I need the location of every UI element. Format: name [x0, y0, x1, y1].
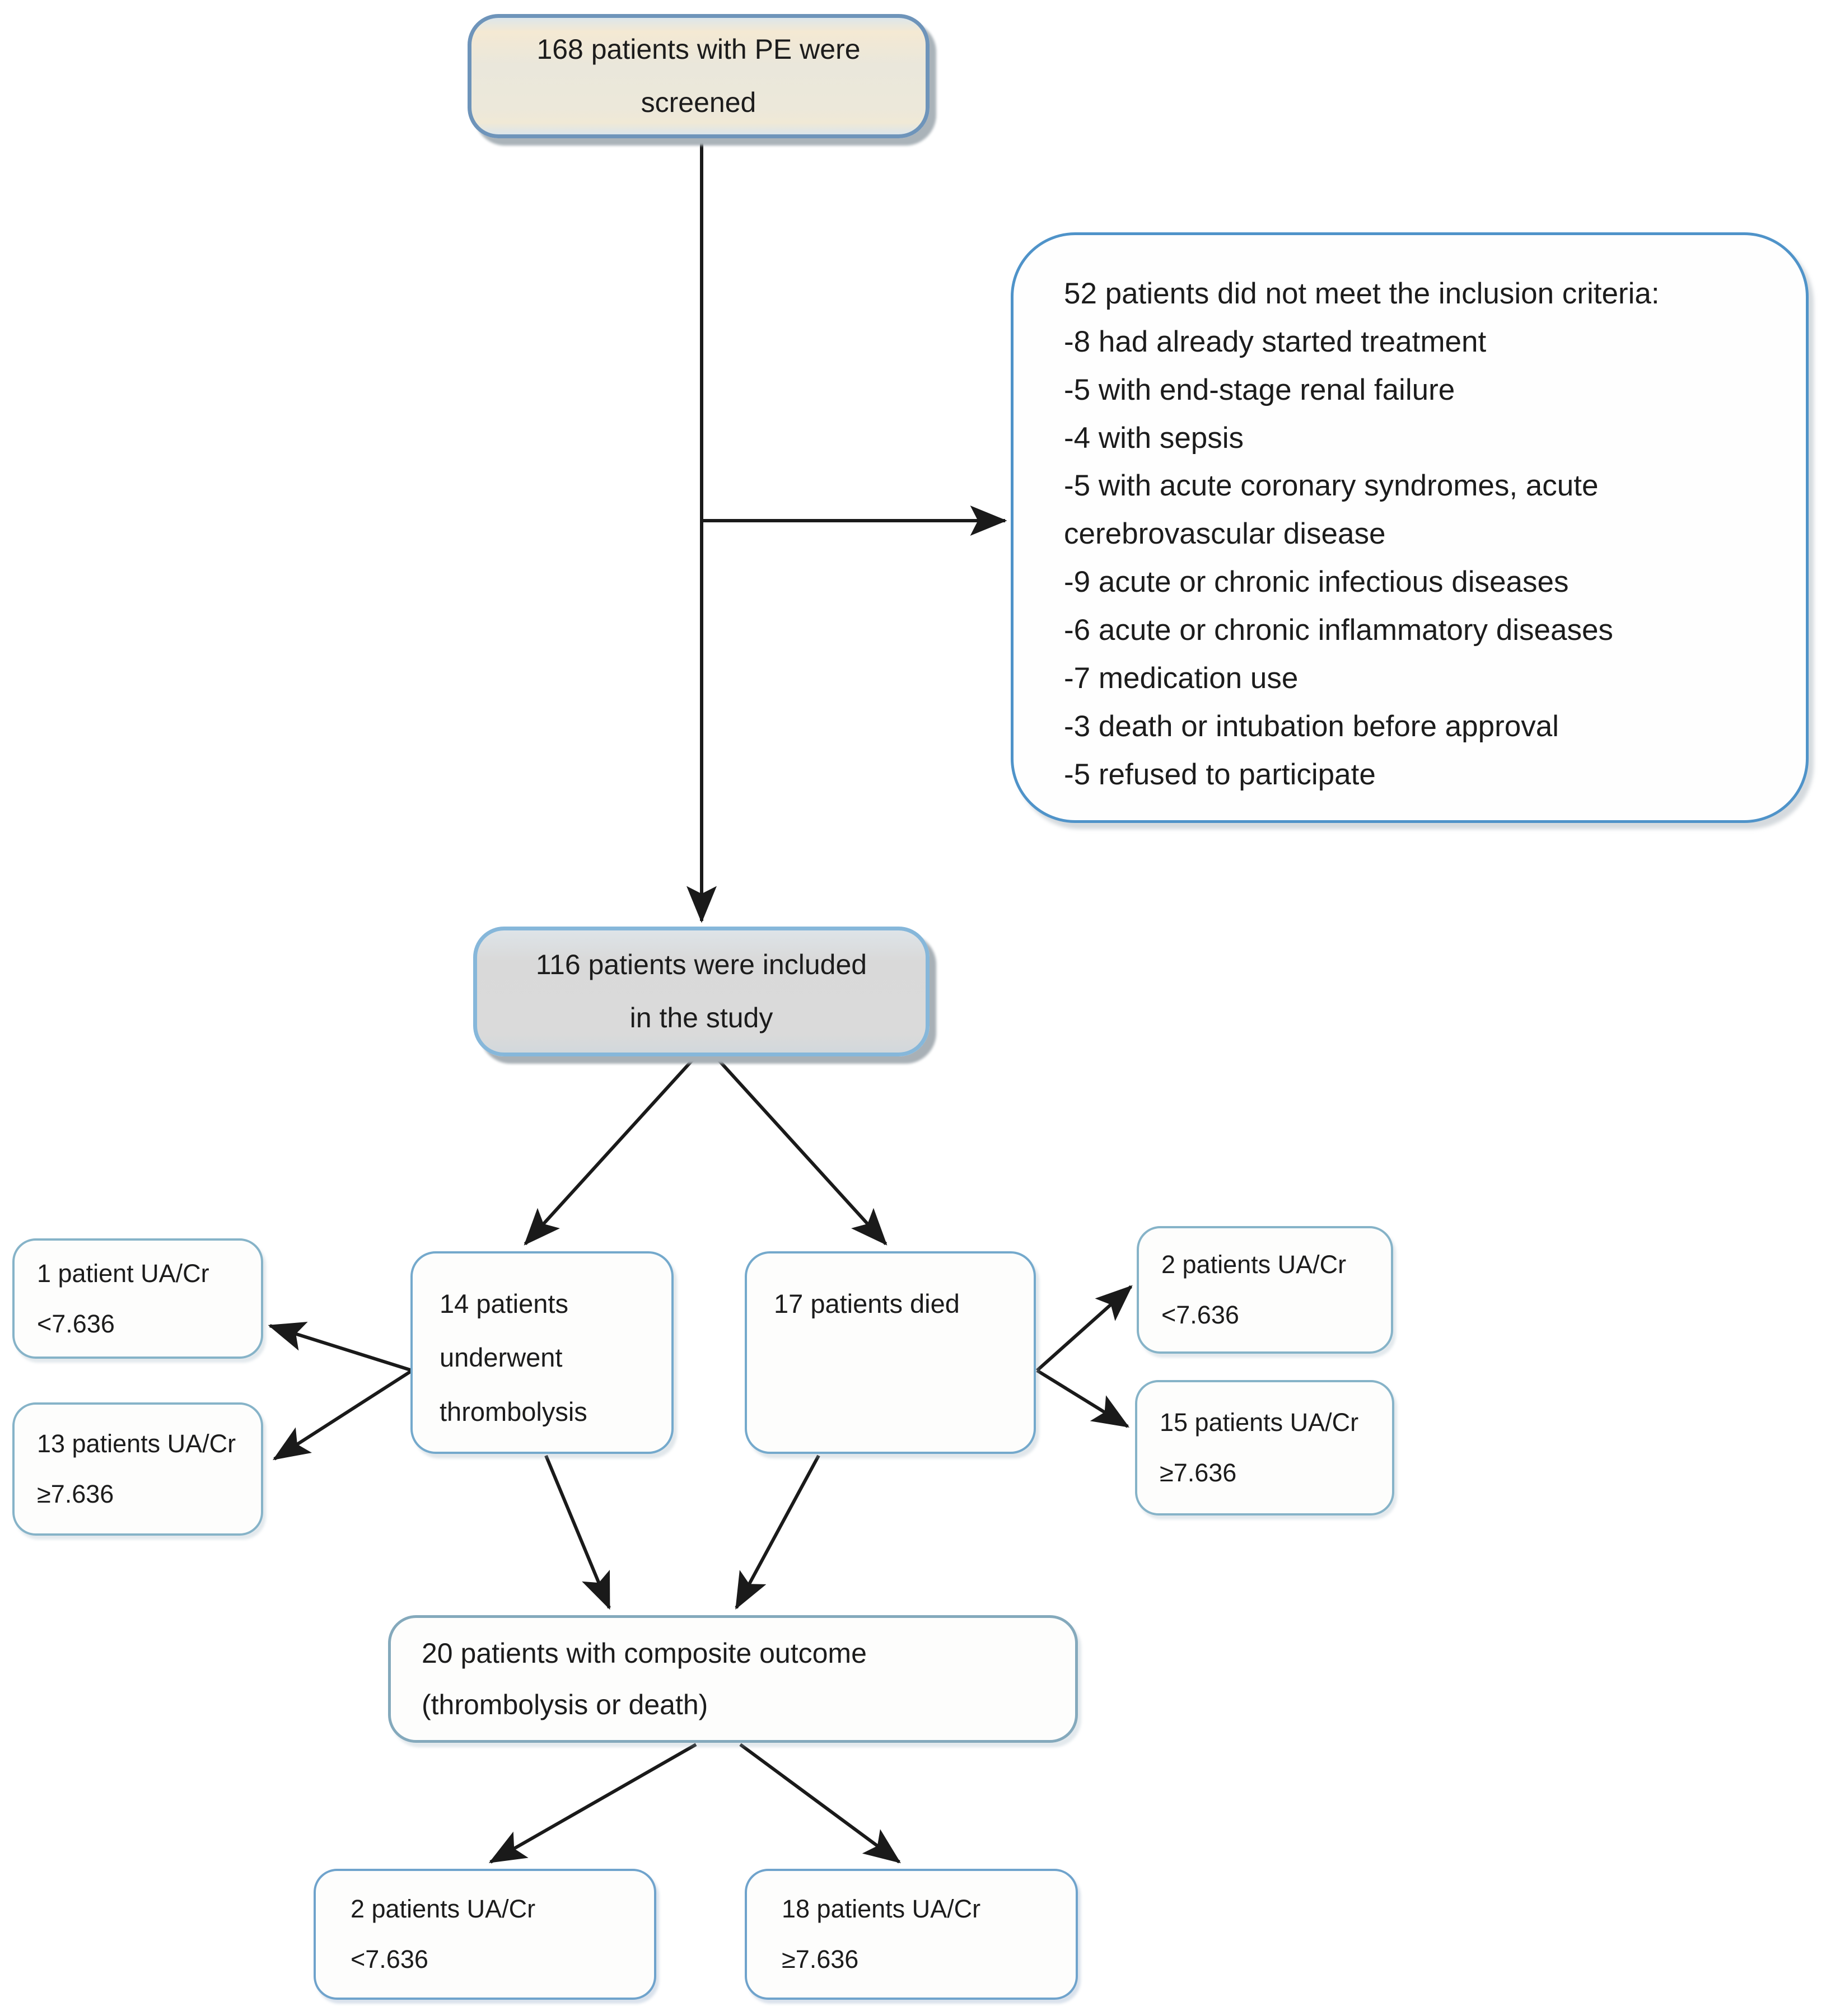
box-composite-outcome: 20 patients with composite outcome (thro… [388, 1615, 1078, 1743]
box-died-text: 17 patients died [774, 1289, 960, 1318]
excluded-item: -5 refused to participate [1064, 757, 1376, 791]
excluded-title: 52 patients did not meet the inclusion c… [1064, 277, 1660, 310]
arrow-thrombolysis-to-high [272, 1369, 413, 1461]
box-died-uacr-below: 2 patients UA/Cr <7.636 [1137, 1226, 1393, 1354]
box-included: 116 patients were included in the study [473, 927, 930, 1056]
box-thrombolysis-uacr-above: 13 patients UA/Cr ≥7.636 [12, 1402, 263, 1536]
arrow-died-to-composite [735, 1454, 820, 1610]
box-died-uacr-above: 15 patients UA/Cr ≥7.636 [1135, 1380, 1394, 1515]
box-composite-uacr-above: 18 patients UA/Cr ≥7.636 [745, 1869, 1078, 2000]
arrow-included-to-thrombolysis [524, 1058, 695, 1246]
excluded-item: -8 had already started treatment [1064, 325, 1487, 358]
box-composite-uacr-below: 2 patients UA/Cr <7.636 [314, 1869, 656, 2000]
excluded-item: -4 with sepsis [1064, 421, 1244, 455]
box-included-text: 116 patients were included in the study [535, 949, 867, 1033]
arrow-composite-to-high [739, 1743, 901, 1864]
box-excluded: 52 patients did not meet the inclusion c… [1011, 232, 1809, 823]
excluded-item: -5 with end-stage renal failure [1064, 373, 1455, 406]
arrow-died-to-high [1036, 1369, 1130, 1428]
box-screened: 168 patients with PE were screened [468, 14, 930, 138]
arrow-thrombolysis-to-low [268, 1321, 413, 1372]
box-thrombolysis-uacr-above-text: 13 patients UA/Cr ≥7.636 [37, 1429, 236, 1508]
box-composite-uacr-above-text: 18 patients UA/Cr ≥7.636 [782, 1895, 981, 1973]
arrow-composite-to-low [488, 1743, 697, 1864]
box-died-uacr-above-text: 15 patients UA/Cr ≥7.636 [1160, 1408, 1359, 1487]
excluded-item: -9 acute or chronic infectious diseases [1064, 565, 1569, 599]
box-thrombolysis: 14 patients underwent thrombolysis [410, 1251, 674, 1454]
excluded-item: -7 medication use [1064, 661, 1299, 695]
box-screened-text: 168 patients with PE were screened [536, 34, 861, 118]
arrow-died-to-low [1036, 1285, 1133, 1372]
arrow-included-to-died [716, 1058, 888, 1246]
excluded-item: -6 acute or chronic inflammatory disease… [1064, 614, 1613, 647]
arrow-thrombolysis-to-composite [544, 1454, 611, 1610]
excluded-item: -3 death or intubation before approval [1064, 709, 1559, 743]
excluded-item: -5 with acute coronary syndromes, acute … [1064, 469, 1599, 551]
box-thrombolysis-uacr-below: 1 patient UA/Cr <7.636 [12, 1238, 263, 1359]
box-died: 17 patients died [745, 1251, 1036, 1454]
box-died-uacr-below-text: 2 patients UA/Cr <7.636 [1161, 1250, 1347, 1329]
box-composite-outcome-text: 20 patients with composite outcome (thro… [422, 1637, 867, 1721]
box-thrombolysis-text: 14 patients underwent thrombolysis [440, 1289, 587, 1426]
box-composite-uacr-below-text: 2 patients UA/Cr <7.636 [351, 1895, 536, 1973]
box-thrombolysis-uacr-below-text: 1 patient UA/Cr <7.636 [37, 1259, 209, 1338]
